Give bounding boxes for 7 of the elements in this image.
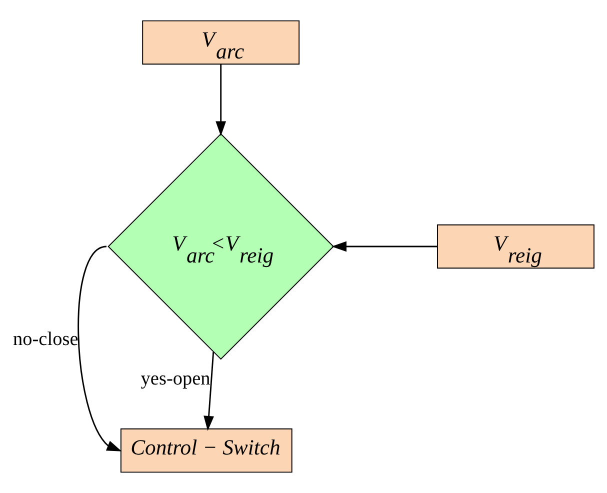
node-box: Control − Switch xyxy=(120,428,292,473)
arrow xyxy=(332,241,438,252)
edge-label: yes-open xyxy=(140,368,210,390)
arrow xyxy=(78,246,122,452)
arrow xyxy=(204,352,214,431)
edge-label: no-close xyxy=(13,328,78,350)
arrow xyxy=(216,64,226,136)
